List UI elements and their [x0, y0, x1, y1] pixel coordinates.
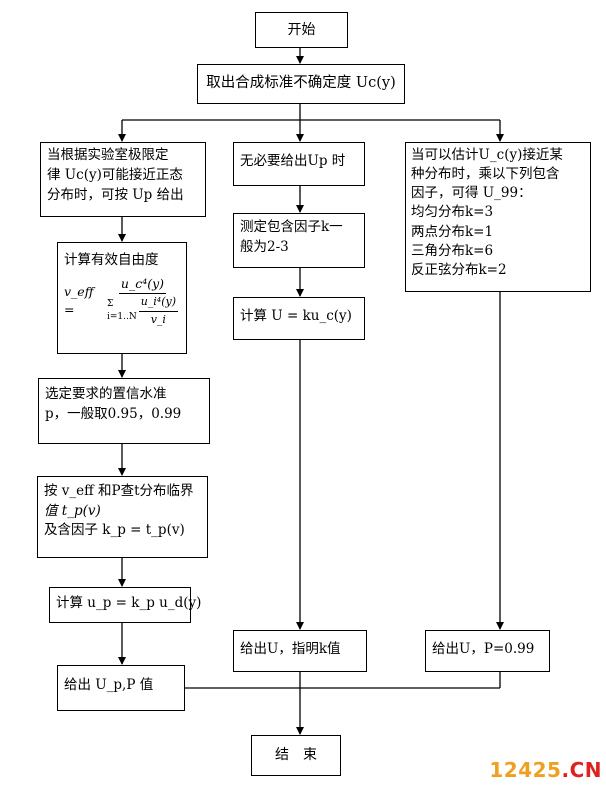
confidence-line-1: 选定要求的置信水准	[45, 386, 167, 402]
right-line-3: 因子，可得 U_99：	[411, 185, 532, 202]
coverage-line-2: 般为2-3	[240, 238, 289, 255]
formula-den-numerator: u_i⁴(y)	[138, 294, 178, 312]
combined-uncertainty-box: 取出合成标准不确定度 Uc(y)	[197, 64, 405, 104]
watermark-dot: .	[561, 758, 570, 782]
confidence-level-box: 选定要求的置信水准 p，一般取0.95，0.99	[38, 378, 210, 444]
left-b1-line-1: 当根据实验室极限定	[47, 147, 169, 163]
t-dist-line-3: 及含因子 k_p = t_p(v)	[44, 522, 185, 539]
watermark-cn: CN	[569, 758, 602, 782]
left-b1-line-2: 律 Uc(y)可能接近正态	[47, 166, 183, 183]
formula-lhs: v_eff =	[64, 283, 94, 318]
distribution-factor-box: 当可以估计U_c(y)接近某 种分布时，乘以下列包含 因子，可得 U_99： 均…	[405, 142, 591, 292]
give-up-p-label: 给出 U_p,P 值	[64, 677, 154, 693]
formula-den-denominator: v_i	[150, 312, 166, 326]
right-line-two-point: 两点分布k=1	[411, 223, 494, 240]
t-dist-line-1: 按 v_eff 和P查t分布临界	[44, 483, 194, 499]
left-b1-line-3: 分布时，可按 Up 给出	[47, 186, 184, 203]
end-box: 结 束	[251, 735, 341, 776]
give-u-k-label: 给出U，指明k值	[240, 641, 341, 657]
coverage-factor-box: 测定包含因子k一 般为2-3	[233, 213, 365, 268]
coverage-line-1: 测定包含因子k一	[240, 219, 343, 235]
right-line-uniform: 均匀分布k=3	[411, 204, 494, 221]
right-line-2: 种分布时，乘以下列包含	[411, 166, 560, 183]
compute-up-label: 计算 u_p = k_p u_d(y)	[56, 595, 202, 611]
compute-up-box: 计算 u_p = k_p u_d(y)	[49, 587, 202, 623]
give-u-p99-box: 给出U，P=0.99	[425, 630, 550, 672]
give-u-p99-label: 给出U，P=0.99	[432, 641, 535, 657]
t-distribution-box: 按 v_eff 和P查t分布临界 值 t_p(v) 及含因子 k_p = t_p…	[37, 476, 208, 558]
give-u-k-box: 给出U，指明k值	[233, 630, 367, 672]
formula-numerator: u_c⁴(y)	[118, 275, 167, 295]
confidence-line-2: p，一般取0.95，0.99	[45, 405, 182, 422]
formula-sum: Σ i=1..N	[106, 298, 137, 323]
left-normal-distribution-box: 当根据实验室极限定 律 Uc(y)可能接近正态 分布时，可按 Up 给出	[40, 142, 206, 217]
compute-u-box: 计算 U = ku_c(y)	[233, 297, 365, 340]
watermark-digits: 12425	[489, 758, 562, 782]
start-box: 开始	[255, 12, 348, 48]
right-line-arcsine: 反正弦分布k=2	[411, 261, 507, 278]
effective-dof-box: 计算有效自由度 v_eff = u_c⁴(y) Σ i=1..N u_i⁴(y)…	[57, 242, 187, 354]
up-not-needed-box: 无必要给出Up 时	[233, 142, 365, 186]
effective-dof-title: 计算有效自由度	[64, 252, 159, 268]
end-label: 结 束	[275, 747, 317, 764]
site-watermark: 12425.CN	[489, 758, 602, 782]
formula-fraction: u_c⁴(y) Σ i=1..N u_i⁴(y) v_i	[105, 275, 180, 328]
compute-u-label: 计算 U = ku_c(y)	[240, 308, 352, 324]
start-label: 开始	[287, 21, 316, 38]
right-line-triangular: 三角分布k=6	[411, 242, 494, 259]
combined-uncertainty-label: 取出合成标准不确定度 Uc(y)	[206, 75, 396, 92]
effective-dof-formula: v_eff = u_c⁴(y) Σ i=1..N u_i⁴(y) v_i	[64, 275, 180, 328]
give-up-p-box: 给出 U_p,P 值	[57, 665, 185, 711]
right-line-1: 当可以估计U_c(y)接近某	[411, 147, 563, 163]
t-dist-line-2: 值 t_p(v)	[44, 502, 101, 519]
up-not-needed-label: 无必要给出Up 时	[240, 153, 346, 169]
